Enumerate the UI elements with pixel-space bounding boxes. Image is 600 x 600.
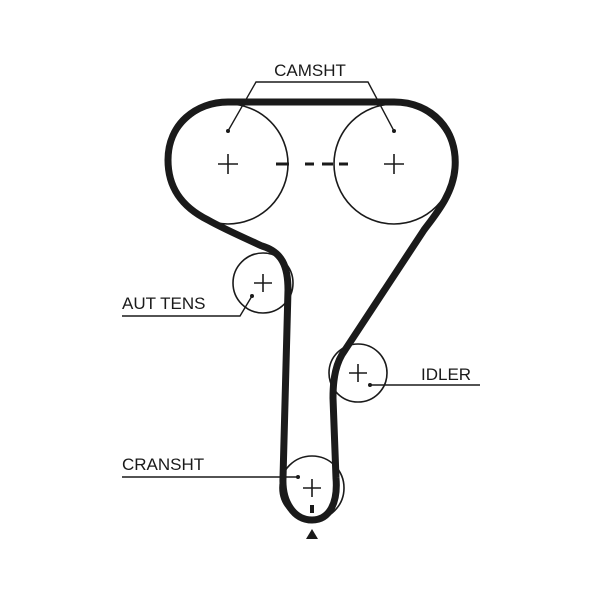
camshaft-label: CAMSHT <box>274 61 346 80</box>
idler-label: IDLER <box>421 365 471 384</box>
camshaft-leader-dot-left <box>226 129 230 133</box>
camshaft-leader-dot-right <box>392 129 396 133</box>
crankshaft-timing-mark <box>310 505 314 513</box>
tensioner-center-cross <box>254 274 272 292</box>
camshaft-left-center-cross <box>218 154 238 174</box>
camshaft-right-center-cross <box>384 154 404 174</box>
tensioner-leader-dot <box>250 294 254 298</box>
camshaft-leader <box>227 81 395 132</box>
timing-belt <box>164 98 459 524</box>
crankshaft-leader-dot <box>296 475 300 479</box>
crankshaft-center-cross <box>303 479 321 497</box>
idler-center-cross <box>349 364 367 382</box>
tensioner-label: AUT TENS <box>122 294 205 313</box>
idler-leader-dot <box>368 383 372 387</box>
crankshaft-label: CRANSHT <box>122 455 204 474</box>
triangle-up-icon <box>306 529 318 539</box>
tensioner-pulley <box>232 252 294 314</box>
tensioner-leader <box>122 295 253 317</box>
idler-pulley <box>328 343 388 403</box>
